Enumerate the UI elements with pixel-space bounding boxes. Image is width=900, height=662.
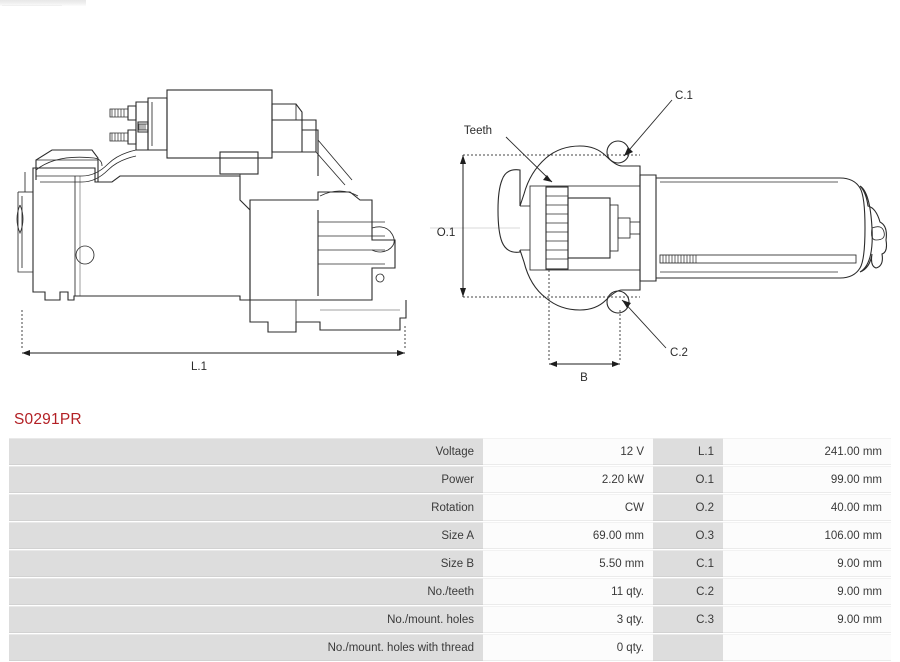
dimension-label-o1: O.1: [437, 227, 456, 239]
spec-value-primary: 3 qty.: [483, 606, 653, 633]
page-top-stub-line: [2, 5, 62, 6]
dimension-label-l1: L.1: [191, 361, 207, 373]
technical-drawing: L.1: [16, 89, 888, 384]
callout-label-c2: C.2: [670, 347, 688, 359]
spec-label-primary: Size A: [9, 522, 483, 549]
terminal-studs: [109, 108, 149, 142]
spec-label-secondary: O.1: [653, 466, 723, 493]
spec-value-primary: 12 V: [483, 438, 653, 465]
spec-value-primary: 0 qty.: [483, 634, 653, 661]
spec-value-primary: 2.20 kW: [483, 466, 653, 493]
through-bolt: [659, 254, 857, 264]
spec-label-secondary: O.2: [653, 494, 723, 521]
callout-label-c1: C.1: [675, 90, 693, 102]
spec-value-secondary: 9.00 mm: [723, 550, 891, 577]
spec-label-secondary: O.3: [653, 522, 723, 549]
spec-label-primary: Voltage: [9, 438, 483, 465]
spec-value-primary: 69.00 mm: [483, 522, 653, 549]
spec-value-primary: 5.50 mm: [483, 550, 653, 577]
spec-value-secondary: 106.00 mm: [723, 522, 891, 549]
spec-label-primary: Size B: [9, 550, 483, 577]
spec-label-secondary: [653, 634, 723, 661]
spec-label-secondary: C.3: [653, 606, 723, 633]
spec-label-secondary: C.1: [653, 550, 723, 577]
pinion-gear-teeth: [545, 186, 569, 270]
mounting-hole-upper: [606, 140, 630, 164]
spec-value-primary: CW: [483, 494, 653, 521]
spec-value-secondary: 99.00 mm: [723, 466, 891, 493]
spec-value-secondary: [723, 634, 891, 661]
spec-label-primary: Rotation: [9, 494, 483, 521]
callout-label-teeth: Teeth: [464, 125, 492, 137]
dimension-label-b: B: [580, 372, 588, 384]
spec-label-primary: No./mount. holes: [9, 606, 483, 633]
spec-label-primary: No./mount. holes with thread: [9, 634, 483, 661]
spec-value-secondary: 241.00 mm: [723, 438, 891, 465]
callout-c2: C.2: [621, 299, 688, 359]
mounting-hole-lower: [606, 290, 630, 314]
starter-drive-end-view-group: O.1 B Teeth C.1: [430, 90, 888, 384]
spec-label-secondary: L.1: [653, 438, 723, 465]
spec-label-primary: No./teeth: [9, 578, 483, 605]
page-top-stub: [0, 0, 86, 6]
spec-value-secondary: 9.00 mm: [723, 578, 891, 605]
dimension-b: B: [548, 270, 621, 384]
dimension-l1: L.1: [21, 310, 406, 373]
part-number: S0291PR: [14, 411, 82, 428]
callout-c1: C.1: [623, 90, 693, 157]
spec-label-primary: Power: [9, 466, 483, 493]
callout-teeth: Teeth: [464, 125, 553, 183]
spec-value-secondary: 9.00 mm: [723, 606, 891, 633]
dimension-o1: O.1: [437, 154, 640, 298]
spec-label-secondary: C.2: [653, 578, 723, 605]
starter-side-view-group: L.1: [16, 89, 407, 373]
spec-value-secondary: 40.00 mm: [723, 494, 891, 521]
spec-value-primary: 11 qty.: [483, 578, 653, 605]
